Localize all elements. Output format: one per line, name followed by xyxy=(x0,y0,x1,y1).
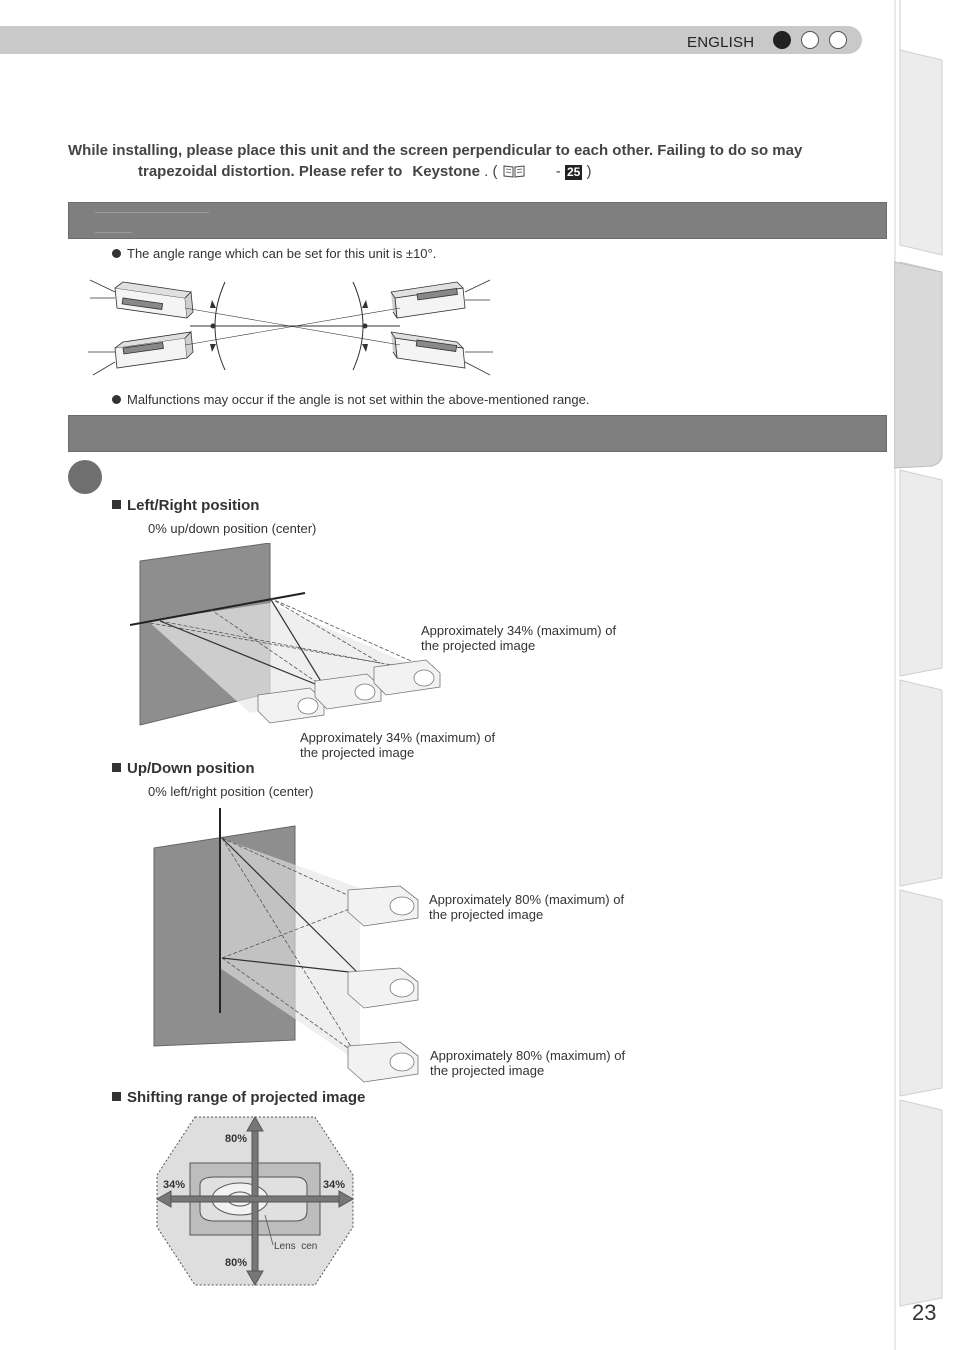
square-bullet-icon xyxy=(112,1092,121,1101)
ud-title: Up/Down position xyxy=(112,760,254,777)
bar-decor-line xyxy=(95,212,209,213)
ud-shift-diagram xyxy=(150,808,425,1083)
intro-line-1: While installing, please place this unit… xyxy=(68,142,803,159)
section-dot-3 xyxy=(829,31,847,49)
lr-shift-diagram xyxy=(130,543,450,728)
ud-caption-2: Approximately 80% (maximum) of the proje… xyxy=(430,1048,625,1078)
projector-icon xyxy=(114,331,194,369)
projector-icon xyxy=(373,659,441,696)
step-circle-icon xyxy=(68,460,102,494)
projector-icon xyxy=(114,281,194,319)
ud-caption-1-line-2: the projected image xyxy=(429,907,544,922)
tilt-note-2-text: Malfunctions may occur if the angle is n… xyxy=(127,392,590,407)
range-right-label: 34% xyxy=(323,1179,346,1191)
range-title: Shifting range of projected image xyxy=(112,1089,365,1106)
page-ref-badge[interactable]: 25 xyxy=(564,165,583,180)
section-bar-lens-shift xyxy=(68,415,887,452)
book-icon xyxy=(503,165,525,178)
language-label: ENGLISH xyxy=(687,34,755,51)
lens-center-label: Lens cen xyxy=(274,1241,318,1252)
ref-open: . ( xyxy=(484,163,498,180)
range-bottom-label: 80% xyxy=(225,1257,248,1269)
ud-caption-1: Approximately 80% (maximum) of the proje… xyxy=(429,892,624,922)
bullet-icon xyxy=(112,395,121,404)
range-left-label: 34% xyxy=(163,1179,186,1191)
shift-range-shape xyxy=(155,1115,355,1287)
lr-caption-1-line-1: Approximately 34% (maximum) of xyxy=(421,623,617,638)
section-dot-1 xyxy=(773,31,791,49)
lr-caption-1-line-2: the projected image xyxy=(421,638,536,653)
projector-icon xyxy=(347,885,419,927)
intro-line-2: trapezoidal distortion. Please refer to … xyxy=(68,161,868,182)
bar-decor-line xyxy=(95,232,132,233)
header-bar xyxy=(0,26,862,54)
ud-caption-1-line-1: Approximately 80% (maximum) of xyxy=(429,892,625,907)
tilt-note-1: The angle range which can be set for thi… xyxy=(112,246,436,261)
ref-dash: - xyxy=(555,163,561,180)
section-dot-2 xyxy=(801,31,819,49)
side-tab-1 xyxy=(899,0,943,256)
tilt-note-2: Malfunctions may occur if the angle is n… xyxy=(112,392,589,407)
ud-caption-2-line-2: the projected image xyxy=(430,1063,545,1078)
projector-icon xyxy=(347,967,419,1009)
projector-icon xyxy=(257,687,325,724)
ref-close: ) xyxy=(586,163,592,180)
ud-caption-2-line-1: Approximately 80% (maximum) of xyxy=(430,1048,626,1063)
range-top-label: 80% xyxy=(225,1133,248,1145)
intro-line-2-text: trapezoidal distortion. Please refer to xyxy=(138,163,403,180)
projector-icon xyxy=(314,673,382,710)
side-tab-5 xyxy=(899,889,943,1097)
projector-icon xyxy=(390,331,466,369)
page-number: 23 xyxy=(912,1300,937,1325)
ud-subtitle: 0% left/right position (center) xyxy=(148,784,314,799)
lr-title: Left/Right position xyxy=(112,497,259,514)
projector-icon xyxy=(347,1041,419,1083)
ud-title-text: Up/Down position xyxy=(127,760,255,777)
shift-range-diagram: 80% 80% 34% 34% Lens cen xyxy=(155,1115,355,1287)
lr-caption-2-line-2: the projected image xyxy=(300,745,415,760)
lr-caption-1: Approximately 34% (maximum) of the proje… xyxy=(421,623,616,653)
square-bullet-icon xyxy=(112,500,121,509)
range-title-text: Shifting range of projected image xyxy=(127,1089,366,1106)
tilt-angle-diagram xyxy=(88,279,493,376)
tilt-note-1-text: The angle range which can be set for thi… xyxy=(127,246,437,261)
lr-caption-2-line-1: Approximately 34% (maximum) of xyxy=(300,730,496,745)
intro-paragraph: While installing, please place this unit… xyxy=(68,140,868,182)
side-tab-column xyxy=(894,0,954,1350)
square-bullet-icon xyxy=(112,763,121,772)
lr-caption-2: Approximately 34% (maximum) of the proje… xyxy=(300,730,495,760)
lr-subtitle: 0% up/down position (center) xyxy=(148,521,317,536)
side-tab-6 xyxy=(899,1099,943,1307)
bullet-icon xyxy=(112,249,121,258)
section-bar-tilt xyxy=(68,202,887,239)
projector-icon xyxy=(390,281,466,319)
side-tab-4 xyxy=(899,679,943,887)
keystone-ref[interactable]: Keystone xyxy=(412,163,480,180)
side-tab-3 xyxy=(899,469,943,677)
lr-title-text: Left/Right position xyxy=(127,497,260,514)
